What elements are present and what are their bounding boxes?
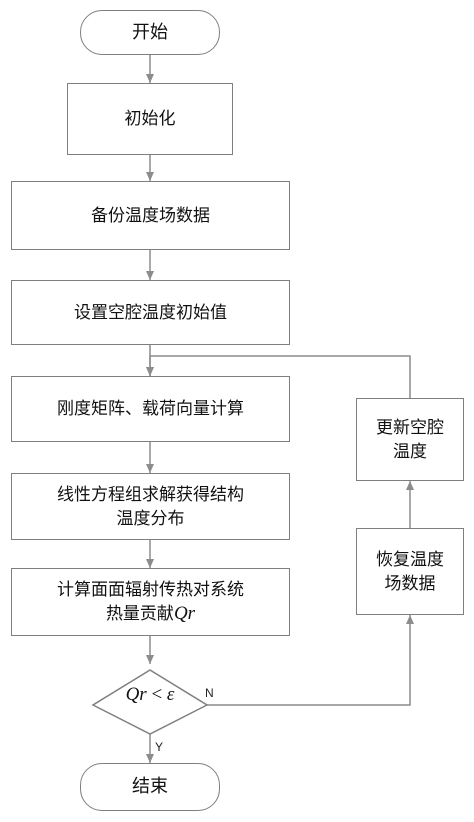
decision-qr: Qr <box>125 684 147 705</box>
restore-label-line2: 场数据 <box>384 573 436 594</box>
end-label: 结束 <box>132 776 168 797</box>
decision-operator: < <box>146 684 167 705</box>
set-cavity-label: 设置空腔温度初始值 <box>74 302 227 323</box>
solve-node: 线性方程组求解获得结构 温度分布 <box>11 473 290 540</box>
backup-label: 备份温度场数据 <box>91 205 210 226</box>
init-node: 初始化 <box>67 83 233 155</box>
compute-label-line1: 计算面面辐射传热对系统 <box>57 580 244 600</box>
decision-condition: Qr < ε <box>98 680 202 710</box>
solve-label-line1: 线性方程组求解获得结构 <box>57 484 244 505</box>
arrow-update-loop <box>146 355 411 398</box>
update-node: 更新空腔 温度 <box>356 398 464 481</box>
init-label: 初始化 <box>124 109 176 129</box>
end-node: 结束 <box>80 763 220 811</box>
stiffness-node: 刚度矩阵、载荷向量计算 <box>11 376 290 442</box>
compute-node: 计算面面辐射传热对系统 热量贡献Qr <box>11 568 290 636</box>
qr-symbol: Qr <box>173 603 196 624</box>
arrow-decision-restore <box>207 615 414 706</box>
decision-epsilon: ε <box>166 684 175 705</box>
backup-node: 备份温度场数据 <box>11 181 290 250</box>
start-node: 开始 <box>80 10 220 55</box>
compute-label-text: 热量贡献 <box>105 604 174 624</box>
solve-label-line2: 温度分布 <box>116 508 185 529</box>
restore-node: 恢复温度 场数据 <box>356 528 464 615</box>
compute-label-line2: 热量贡献Qr <box>106 602 195 626</box>
no-branch-label: N <box>205 686 214 700</box>
yes-branch-label: Y <box>155 740 164 754</box>
decision-diamond <box>91 669 209 735</box>
update-label-line1: 更新空腔 <box>376 417 444 438</box>
set-cavity-node: 设置空腔温度初始值 <box>11 280 290 345</box>
update-label-line2: 温度 <box>393 441 427 462</box>
stiffness-label: 刚度矩阵、载荷向量计算 <box>57 399 244 419</box>
start-label: 开始 <box>132 21 168 43</box>
restore-label-line1: 恢复温度 <box>376 549 444 570</box>
